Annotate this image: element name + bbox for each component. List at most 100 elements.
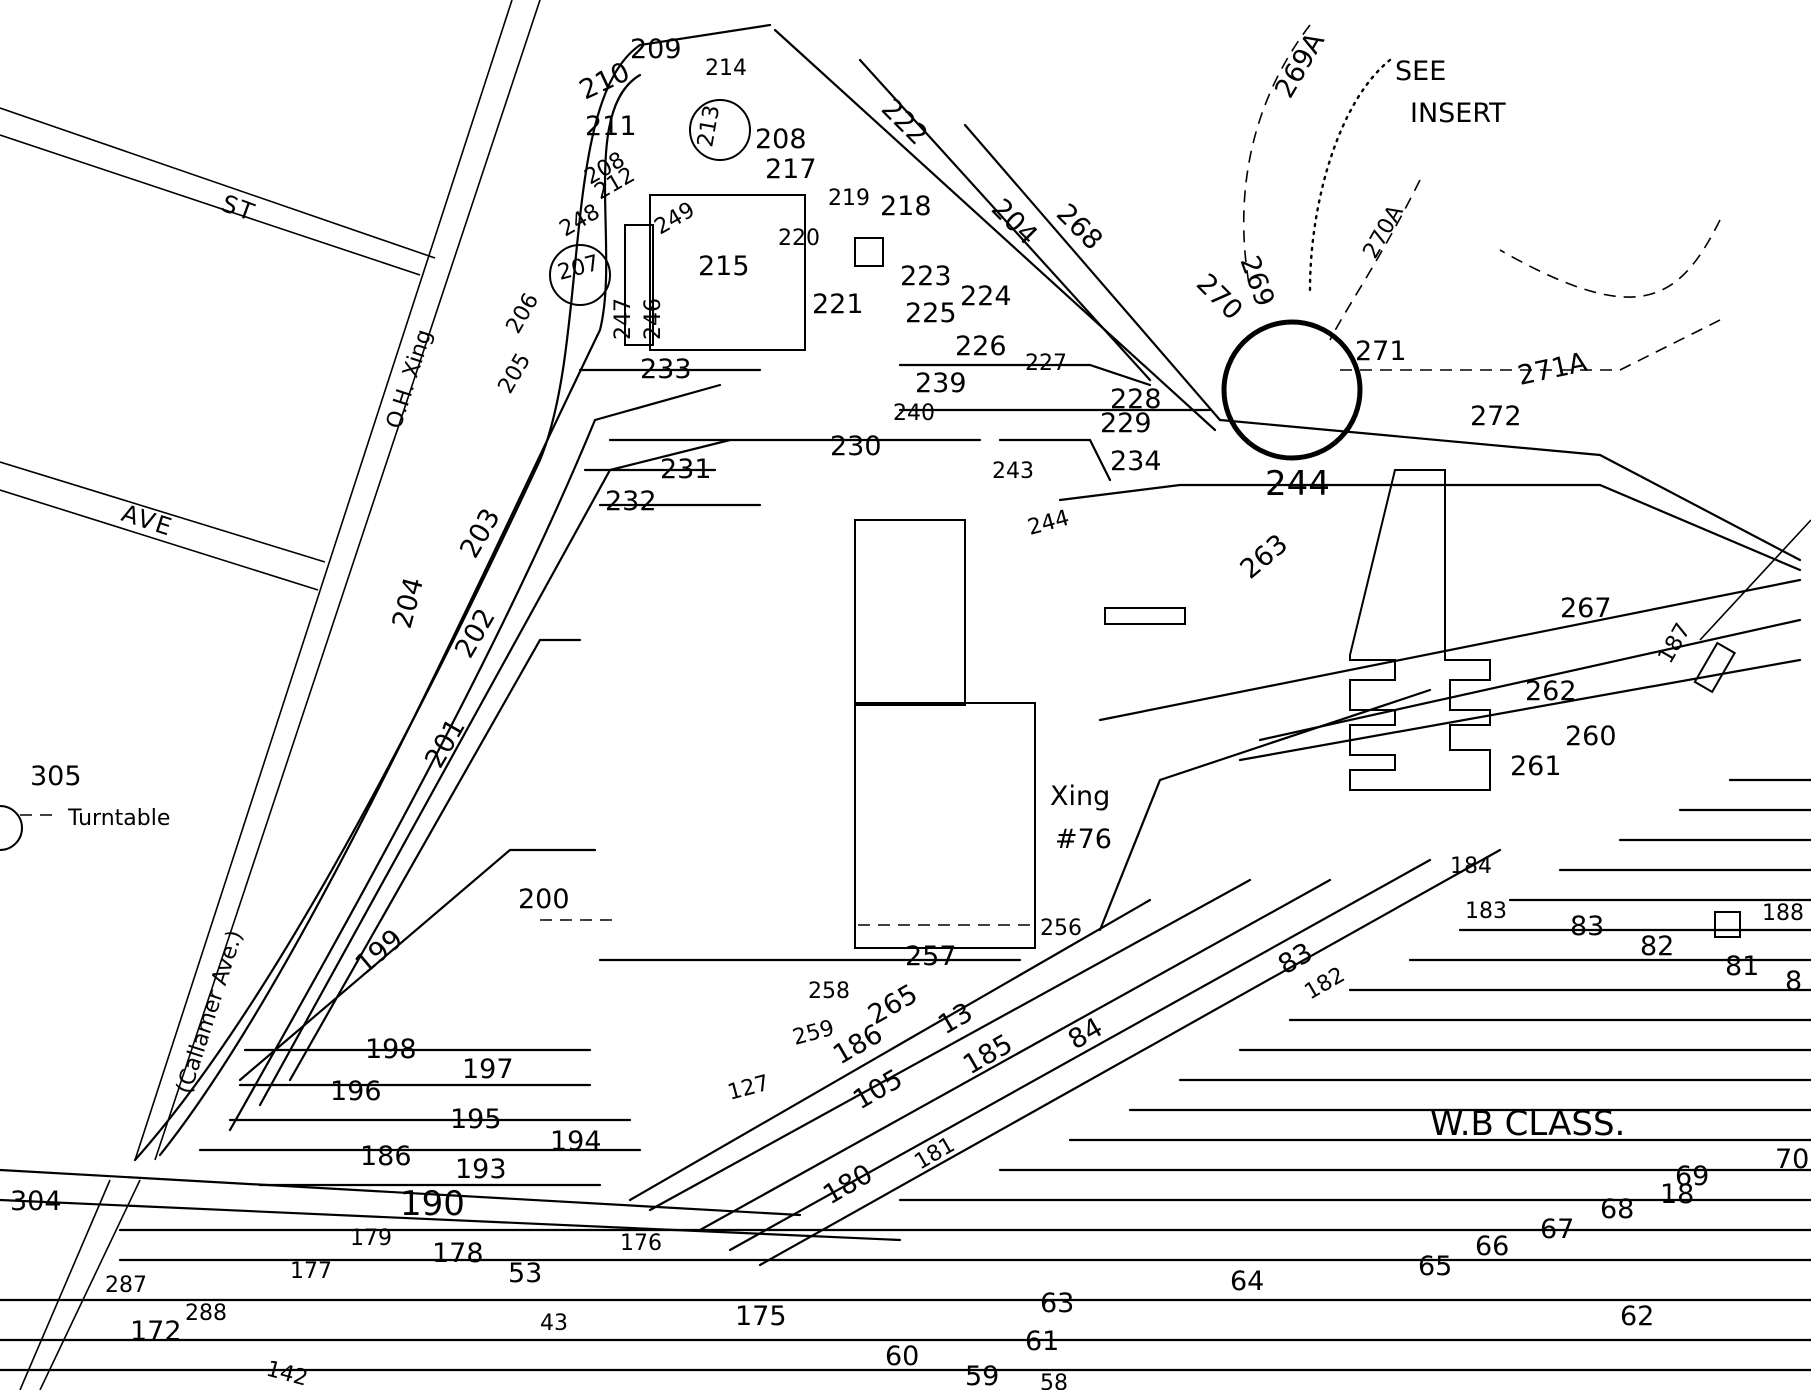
track-label-190: 190 bbox=[400, 1184, 465, 1224]
track-262 bbox=[1098, 578, 1802, 722]
track-84 bbox=[758, 848, 1502, 1267]
see-insert-line-2: INSERT bbox=[1410, 98, 1506, 129]
track-label-63: 63 bbox=[1040, 1288, 1074, 1319]
track-label-217: 217 bbox=[765, 154, 817, 185]
street-ave-line-south bbox=[0, 489, 319, 591]
track-label-58: 58 bbox=[1040, 1371, 1068, 1390]
track-label-172: 172 bbox=[130, 1316, 182, 1347]
track-304 bbox=[0, 1168, 802, 1217]
track-label-205: 205 bbox=[494, 349, 537, 398]
track-label-228: 228 bbox=[1110, 384, 1162, 415]
building-246 bbox=[624, 224, 654, 346]
track-270a-dash bbox=[1329, 179, 1421, 341]
turntable-305 bbox=[0, 805, 23, 851]
track-label-197: 197 bbox=[462, 1054, 514, 1085]
track-label-184: 184 bbox=[1450, 854, 1492, 879]
track-label-239: 239 bbox=[915, 368, 967, 399]
track-261 bbox=[1238, 658, 1802, 762]
insert-dash-east bbox=[1499, 219, 1721, 298]
track-label-256: 256 bbox=[1040, 916, 1082, 941]
track-label-210: 210 bbox=[575, 56, 635, 106]
track-label-193: 193 bbox=[455, 1154, 507, 1185]
track-label-105: 105 bbox=[848, 1063, 908, 1116]
track-label-288: 288 bbox=[185, 1301, 227, 1326]
track-label-268: 268 bbox=[1050, 198, 1108, 256]
track-234 bbox=[998, 438, 1112, 482]
track-label-269a: 269A bbox=[1269, 27, 1331, 104]
track-label-142: 142 bbox=[263, 1357, 310, 1390]
track-label-263: 263 bbox=[1235, 528, 1294, 585]
track-label-247: 247 bbox=[611, 298, 636, 340]
track-label-203: 203 bbox=[454, 503, 507, 563]
buildings bbox=[624, 194, 1741, 949]
turntable-207 bbox=[549, 244, 611, 306]
callamer-ave-west bbox=[134, 0, 513, 1161]
track-label-59: 59 bbox=[965, 1361, 999, 1390]
track-label-243: 243 bbox=[992, 459, 1034, 484]
track-label-204b: 204 bbox=[387, 574, 430, 632]
track-244 bbox=[1058, 483, 1802, 572]
building-81 bbox=[1714, 911, 1741, 938]
track-label-65: 65 bbox=[1418, 1251, 1452, 1282]
track-label-208a: 208 bbox=[755, 124, 807, 155]
building-187 bbox=[1693, 641, 1737, 694]
track-label-66: 66 bbox=[1475, 1231, 1509, 1262]
turntable-270 bbox=[1221, 319, 1363, 461]
track-185 bbox=[728, 858, 1432, 1252]
track-label-214: 214 bbox=[705, 56, 747, 81]
see-insert-line-1: SEE bbox=[1395, 56, 1446, 87]
street-ave-line-north bbox=[0, 461, 326, 563]
track-label-287: 287 bbox=[105, 1273, 147, 1298]
south-yard bbox=[0, 519, 1811, 1390]
streets bbox=[0, 0, 541, 1161]
track-label-181: 181 bbox=[911, 1133, 960, 1176]
track-260 bbox=[1258, 618, 1802, 742]
track-label-175: 175 bbox=[735, 1301, 787, 1332]
track-226 bbox=[898, 363, 1152, 387]
track-label-196: 196 bbox=[330, 1076, 382, 1107]
track-label-53: 53 bbox=[508, 1258, 542, 1289]
track-label-305: 305 bbox=[30, 761, 82, 792]
track-268 bbox=[963, 123, 1222, 422]
track-label-244b: 244 bbox=[1025, 506, 1072, 541]
track-201 bbox=[258, 438, 732, 1107]
track-label-244a: 244 bbox=[1265, 464, 1330, 504]
track-186-lead bbox=[628, 898, 1152, 1202]
track-label-195: 195 bbox=[450, 1104, 502, 1135]
north-tracks bbox=[133, 23, 1802, 1162]
track-label-202: 202 bbox=[449, 603, 502, 663]
track-222 bbox=[773, 28, 1217, 432]
track-label-70: 70 bbox=[1775, 1144, 1809, 1175]
track-label-178: 178 bbox=[432, 1238, 484, 1269]
track-204-north bbox=[858, 58, 1152, 382]
track-label-218: 218 bbox=[880, 191, 932, 222]
turntable-label: Turntable bbox=[67, 806, 170, 831]
building-upper bbox=[854, 519, 966, 706]
track-label-194: 194 bbox=[550, 1126, 602, 1157]
track-label-230: 230 bbox=[830, 431, 882, 462]
see-insert-leader bbox=[1308, 58, 1392, 292]
track-label-226: 226 bbox=[955, 331, 1007, 362]
cross-street-1 bbox=[39, 1179, 141, 1390]
track-label-183: 183 bbox=[1465, 899, 1507, 924]
track-label-267: 267 bbox=[1560, 593, 1612, 624]
callamer-ave-east bbox=[154, 0, 541, 1161]
track-label-84: 84 bbox=[1063, 1012, 1108, 1056]
xing-number-label: #76 bbox=[1055, 824, 1112, 855]
track-label-258: 258 bbox=[808, 979, 850, 1004]
track-label-224: 224 bbox=[960, 281, 1012, 312]
track-label-225: 225 bbox=[905, 298, 957, 329]
track-label-62: 62 bbox=[1620, 1301, 1654, 1332]
track-269a-dash bbox=[1242, 24, 1311, 291]
track-label-271: 271 bbox=[1355, 336, 1407, 367]
track-label-18: 18 bbox=[1660, 1179, 1694, 1210]
track-204-lead bbox=[133, 23, 772, 1162]
track-label-270a: 270A bbox=[1359, 201, 1409, 263]
track-label-233: 233 bbox=[640, 354, 692, 385]
leaders bbox=[20, 24, 1721, 921]
track-203 bbox=[158, 73, 642, 1157]
track-label-206: 206 bbox=[502, 289, 545, 338]
track-label-232: 232 bbox=[605, 486, 657, 517]
track-label-207: 207 bbox=[555, 251, 602, 286]
